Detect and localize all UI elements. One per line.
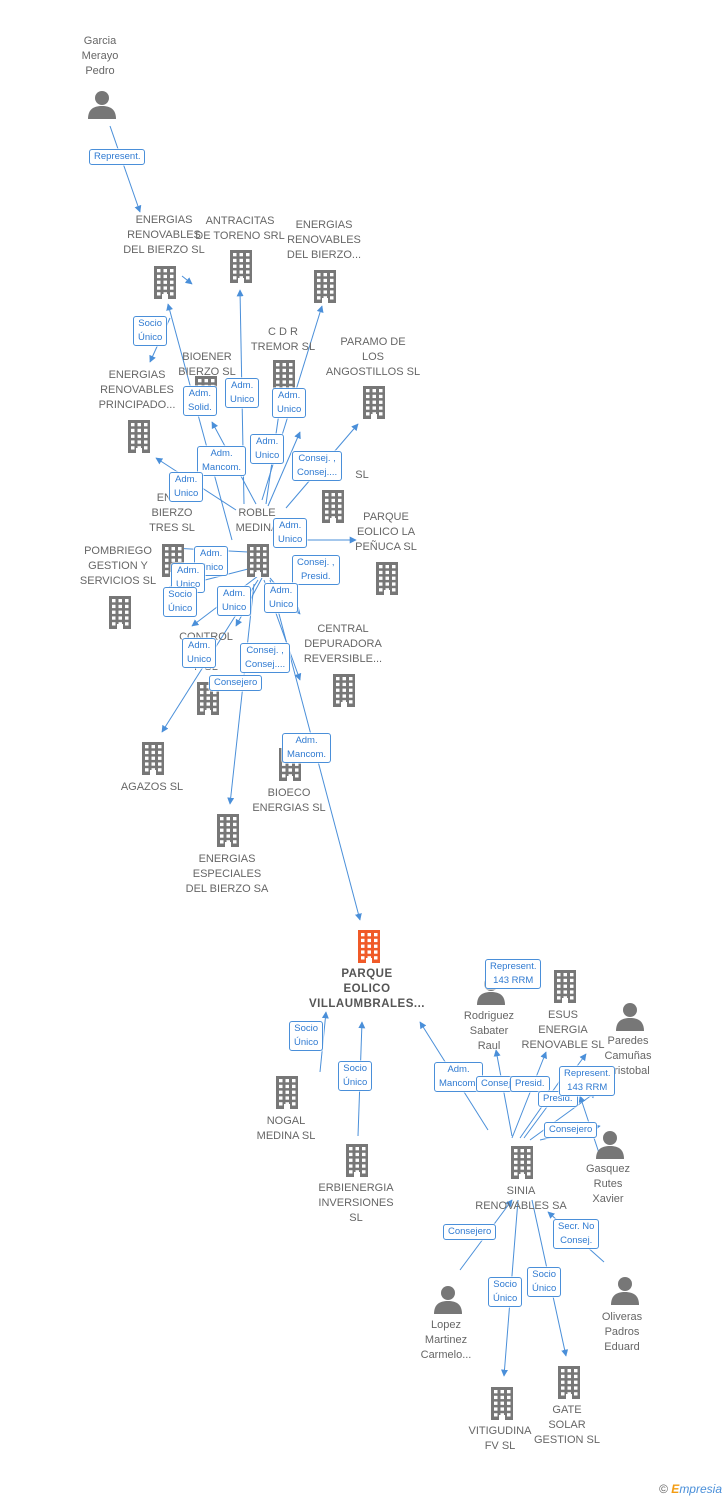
- building-icon[interactable]: [138, 741, 168, 780]
- building-icon[interactable]: [354, 929, 384, 968]
- relation-role-label[interactable]: Adm. Unico: [217, 586, 252, 616]
- brand-logo-text: mpresia: [679, 1482, 722, 1496]
- relation-role-label[interactable]: Adm. Mancom.: [197, 446, 247, 476]
- relation-edge: [109, 125, 142, 213]
- node-label-rodriguez[interactable]: Rodriguez Sabater Raul: [463, 1010, 515, 1052]
- relation-role-label[interactable]: Adm. Unico: [250, 434, 285, 464]
- person-icon[interactable]: [595, 1129, 625, 1164]
- node-label-antracitas[interactable]: ANTRACITAS DE TORENO SRL: [195, 215, 285, 242]
- copyright-symbol: ©: [659, 1482, 668, 1496]
- node-label-sl_hidden[interactable]: SL: [355, 469, 369, 481]
- node-label-main[interactable]: PARQUE EOLICO VILLAUMBRALES...: [309, 968, 425, 1010]
- relation-role-label[interactable]: Socio Único: [289, 1021, 324, 1051]
- building-icon[interactable]: [213, 813, 243, 852]
- relation-role-label[interactable]: Adm. Unico: [272, 388, 307, 418]
- building-icon[interactable]: [124, 419, 154, 458]
- relation-role-label[interactable]: Consejero: [443, 1224, 497, 1240]
- relation-role-label[interactable]: Socio Único: [527, 1267, 562, 1297]
- node-label-lopez[interactable]: Lopez Martinez Carmelo...: [420, 1319, 472, 1361]
- person-icon[interactable]: [615, 1001, 645, 1036]
- relation-role-label[interactable]: Adm. Unico: [273, 518, 308, 548]
- node-label-erb1[interactable]: ENERGIAS RENOVABLES DEL BIERZO SL: [123, 214, 205, 256]
- relation-role-label[interactable]: Adm. Unico: [182, 638, 217, 668]
- relation-role-label[interactable]: Adm. Unico: [264, 583, 299, 613]
- building-icon[interactable]: [105, 595, 135, 634]
- node-label-erb2[interactable]: ENERGIAS RENOVABLES DEL BIERZO...: [286, 219, 362, 261]
- relation-role-label[interactable]: Presid.: [510, 1076, 550, 1092]
- relation-edge: [493, 1049, 513, 1137]
- relation-role-label[interactable]: Consejero: [544, 1122, 598, 1138]
- building-icon[interactable]: [272, 1075, 302, 1114]
- node-label-gate[interactable]: GATE SOLAR GESTION SL: [533, 1404, 601, 1446]
- node-label-erp[interactable]: ENERGIAS RENOVABLES PRINCIPADO...: [98, 369, 176, 411]
- building-icon[interactable]: [554, 1365, 584, 1404]
- building-icon[interactable]: [372, 561, 402, 600]
- node-label-penuca[interactable]: PARQUE EOLICO LA PEÑUCA SL: [355, 511, 417, 553]
- relation-role-label[interactable]: Socio Único: [488, 1277, 523, 1307]
- building-icon[interactable]: [329, 673, 359, 712]
- building-icon[interactable]: [550, 969, 580, 1008]
- node-label-pombriego[interactable]: POMBRIEGO GESTION Y SERVICIOS SL: [79, 545, 157, 587]
- node-label-gasquez[interactable]: Gasquez Rutes Xavier: [585, 1163, 631, 1205]
- empresia-brand[interactable]: © Empresia: [659, 1482, 722, 1496]
- building-icon[interactable]: [487, 1386, 517, 1425]
- node-label-paredes[interactable]: Paredes Camuñas Cristobal: [604, 1035, 652, 1077]
- building-icon[interactable]: [359, 385, 389, 424]
- node-label-erbienergia[interactable]: ERBIENERGIA INVERSIONES SL: [318, 1182, 394, 1224]
- building-icon[interactable]: [243, 543, 273, 582]
- relation-edge: [181, 275, 193, 285]
- node-label-oliveras[interactable]: Oliveras Padros Eduard: [601, 1311, 643, 1353]
- relation-role-label[interactable]: Consej. , Presid.: [292, 555, 340, 585]
- relation-role-label[interactable]: Adm. Unico: [169, 472, 204, 502]
- node-label-especiales[interactable]: ENERGIAS ESPECIALES DEL BIERZO SA: [185, 853, 269, 895]
- node-label-cdr[interactable]: C D R TREMOR SL: [250, 326, 316, 353]
- relation-role-label[interactable]: Adm. Solid.: [183, 386, 217, 416]
- node-label-esus[interactable]: ESUS ENERGIA RENOVABLE SL: [521, 1009, 605, 1051]
- node-label-paramo[interactable]: PARAMO DE LOS ANGOSTILLOS SL: [325, 336, 421, 378]
- node-label-central[interactable]: CENTRAL DEPURADORA REVERSIBLE...: [303, 623, 383, 665]
- node-label-garcia[interactable]: Garcia Merayo Pedro: [81, 35, 119, 77]
- relation-role-label[interactable]: Secr. No Consej.: [553, 1219, 600, 1249]
- node-label-bioener[interactable]: BIOENER BIERZO SL: [178, 351, 236, 378]
- building-icon[interactable]: [226, 249, 256, 288]
- building-icon[interactable]: [310, 269, 340, 308]
- node-label-bioeco[interactable]: BIOECO ENERGIAS SL: [252, 787, 326, 814]
- relation-role-label[interactable]: Consej. , Consej....: [292, 451, 343, 481]
- node-label-roble[interactable]: ROBLE MEDINA: [235, 507, 279, 534]
- relation-role-label[interactable]: Adm. Unico: [225, 378, 260, 408]
- relation-role-label[interactable]: Socio Único: [133, 316, 168, 346]
- relation-role-label[interactable]: Consejero: [209, 675, 263, 691]
- node-label-sinia[interactable]: SINIA RENOVABLES SA: [475, 1185, 567, 1212]
- building-icon[interactable]: [342, 1143, 372, 1182]
- relation-edge: [511, 1051, 547, 1139]
- node-label-vitigudina[interactable]: VITIGUDINA FV SL: [468, 1425, 532, 1452]
- person-icon[interactable]: [610, 1275, 640, 1310]
- relation-role-label[interactable]: Consej. , Consej....: [240, 643, 291, 673]
- person-icon[interactable]: [433, 1284, 463, 1319]
- relation-role-label[interactable]: Adm. Mancom.: [434, 1062, 484, 1092]
- node-label-nogal[interactable]: NOGAL MEDINA SL: [256, 1115, 316, 1142]
- building-icon[interactable]: [318, 489, 348, 528]
- building-icon[interactable]: [150, 265, 180, 304]
- relation-edge: [267, 431, 301, 507]
- building-icon[interactable]: [507, 1145, 537, 1184]
- relation-role-label[interactable]: Represent.: [89, 149, 146, 165]
- relation-role-label[interactable]: Represent. 143 RRM: [485, 959, 542, 989]
- relation-edge: [227, 583, 255, 805]
- relation-role-label[interactable]: Socio Único: [338, 1061, 373, 1091]
- node-label-agazos[interactable]: AGAZOS SL: [120, 781, 184, 793]
- relation-role-label[interactable]: Adm. Mancom.: [282, 733, 332, 763]
- relation-role-label[interactable]: Represent. 143 RRM: [559, 1066, 616, 1096]
- relation-role-label[interactable]: Socio Único: [163, 587, 198, 617]
- person-icon[interactable]: [87, 89, 117, 124]
- brand-logo-e: E: [671, 1482, 680, 1496]
